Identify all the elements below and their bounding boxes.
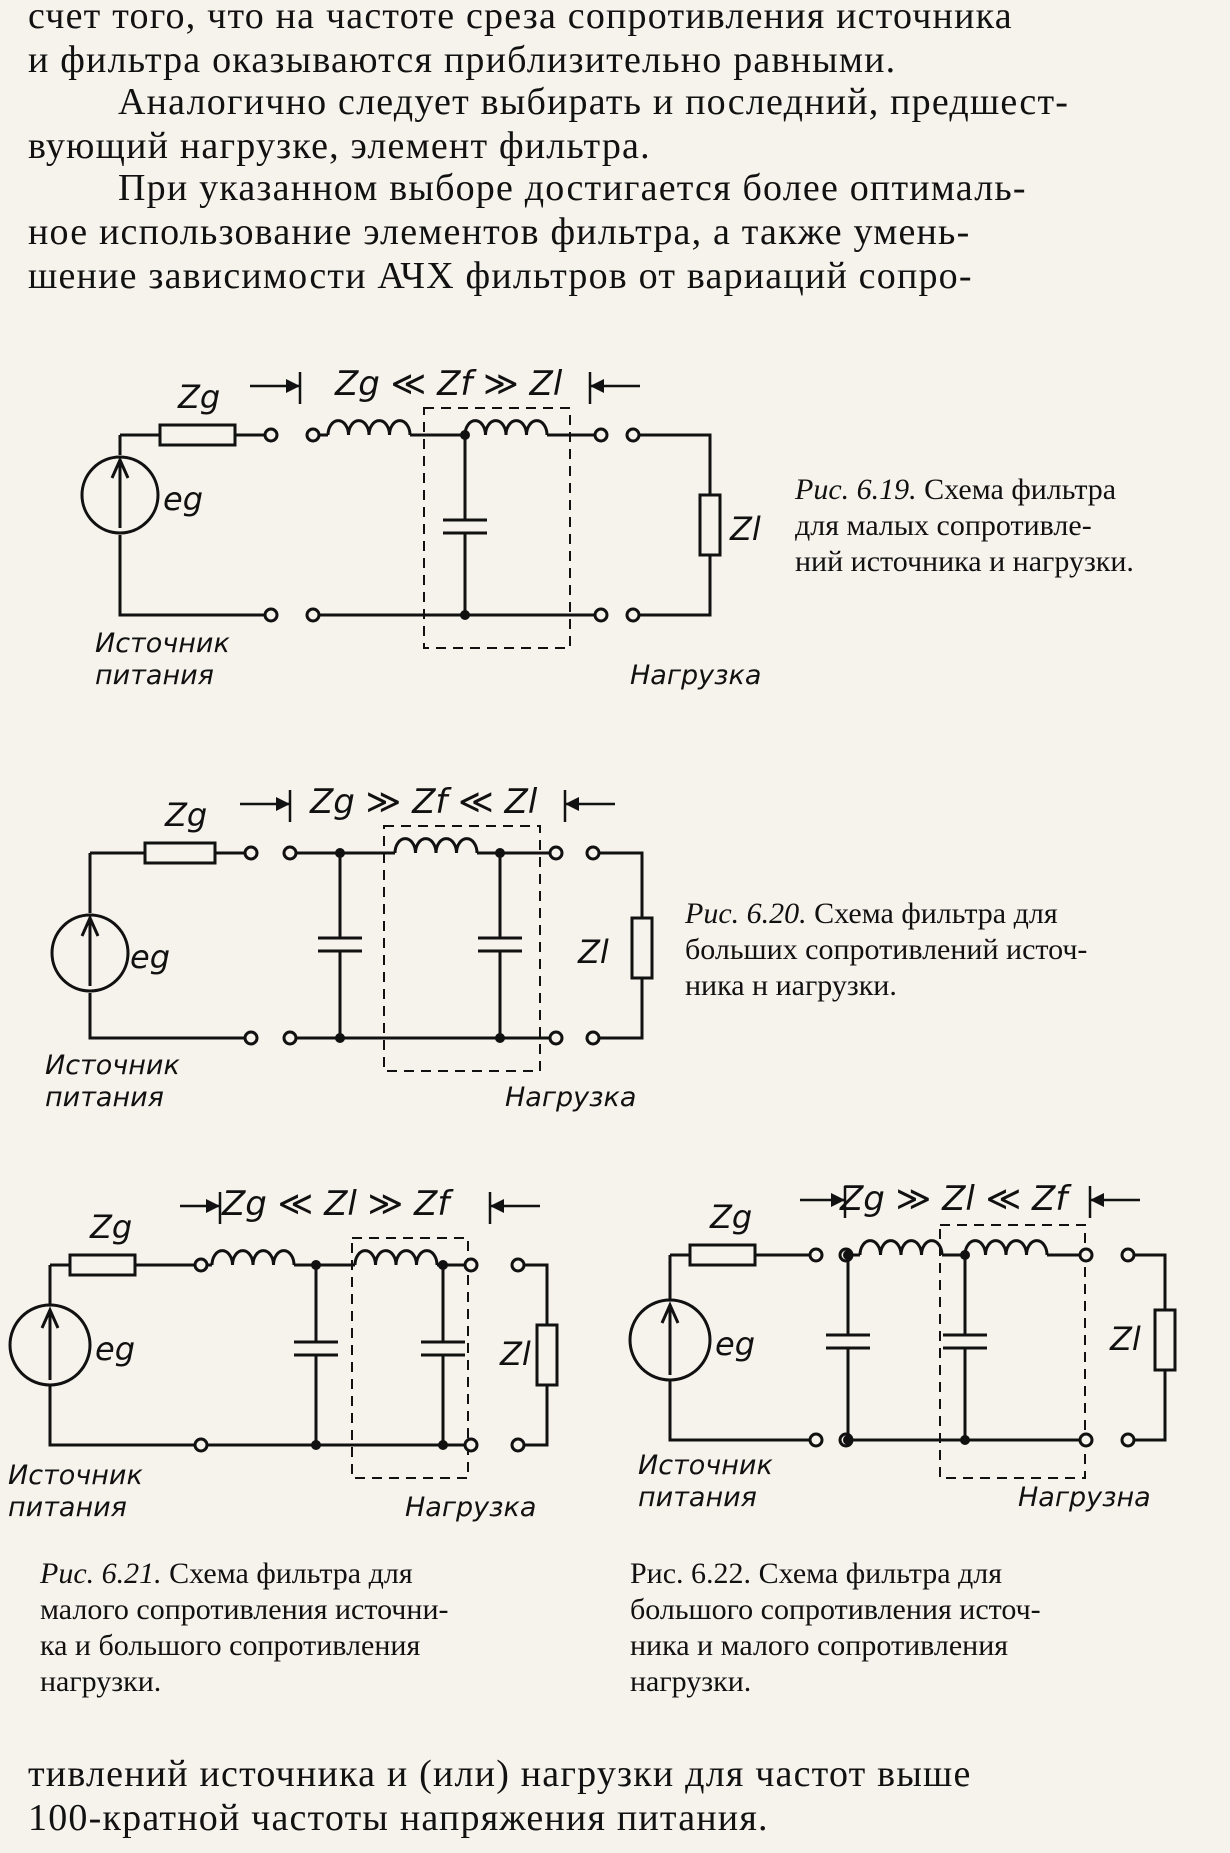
text-line: счет того, что на частоте среза сопротив… <box>28 0 1013 37</box>
text-line: тивлений источника и (или) нагрузки для … <box>28 1753 972 1795</box>
impedance-relation: Zg ≪ Zf ≫ Zl <box>334 364 563 404</box>
text-line: вующий нагрузке, элемент фильтра. <box>28 125 651 167</box>
zl-resistor <box>698 493 722 557</box>
text-line: 100-кратной частоты напряжения питания. <box>28 1797 769 1839</box>
zl-label: Zl <box>729 510 761 548</box>
zg-label: Zg <box>89 1208 132 1246</box>
figure-6-21-schematic: Zg eg Zl Zg ≪ Zl ≫ Zf Источник питания Н… <box>8 1184 559 1523</box>
figure-6-22-caption: Рис. 6.22. Схема фильтра для большого со… <box>630 1556 1190 1700</box>
caption-text: ний источника и нагрузки. <box>795 545 1134 578</box>
zl-label: Zl <box>499 1335 531 1373</box>
figure-6-21-caption: Рис. 6.21. Схема фильтра для малого сопр… <box>40 1556 600 1700</box>
zg-label: Zg <box>709 1198 752 1236</box>
caption-text: нагрузки. <box>630 1665 752 1698</box>
caption-number: Рис. 6.22. <box>630 1557 752 1590</box>
figure-6-22-schematic: Zg eg Zl Zg ≫ Zl ≪ Zf Источник питания Н… <box>628 1179 1177 1513</box>
zg-resistor <box>158 423 237 447</box>
text-line: При указанном выборе достигается более о… <box>118 167 1027 209</box>
text-line: Аналогично следует выбирать и последний,… <box>118 81 1070 123</box>
source-label: Источник <box>45 1050 180 1081</box>
paragraph-3: При указанном выборе достигается более о… <box>28 166 1212 298</box>
zg-label: Zg <box>164 796 207 834</box>
text-line: шение зависимости АЧХ фильтров от вариац… <box>28 255 973 297</box>
source-label: Источник <box>95 628 230 659</box>
eg-label: eg <box>715 1325 755 1363</box>
figure-6-20-schematic: Zg eg Zl Zg ≫ Zf ≪ Zl Источник питания Н… <box>45 782 654 1113</box>
caption-number: Рис. 6.19. <box>795 473 917 506</box>
caption-text: большого сопротивления источ- <box>630 1593 1041 1626</box>
caption-text: ника н иагрузки. <box>685 969 897 1002</box>
paragraph-2: Аналогично следует выбирать и последний,… <box>28 80 1212 168</box>
caption-text: Схема фильтра для <box>806 897 1058 930</box>
zl-label: Zl <box>1109 1320 1141 1358</box>
eg-label: eg <box>130 938 170 976</box>
caption-number: Рис. 6.20. <box>685 897 807 930</box>
caption-text: Схема фильтра для <box>161 1557 413 1590</box>
load-label: Нагрузка <box>630 660 761 691</box>
load-label: Нагрузка <box>405 1492 536 1523</box>
source-label: питания <box>638 1482 757 1513</box>
text-line: и фильтра оказываются приблизительно рав… <box>28 39 897 81</box>
figure-6-20-caption: Рис. 6.20. Схема фильтра для больших соп… <box>685 896 1215 1004</box>
source-label: Источник <box>638 1450 773 1481</box>
eg-label: eg <box>95 1330 135 1368</box>
impedance-relation: Zg ≫ Zf ≪ Zl <box>309 782 538 822</box>
figure-6-19-caption: Рис. 6.19. Схема фильтра для малых сопро… <box>795 472 1215 580</box>
caption-text: Схема фильтра <box>916 473 1117 506</box>
source-label: питания <box>45 1082 164 1113</box>
caption-text: малого сопротивления источни- <box>40 1593 449 1626</box>
text-line: ное использование элементов фильтра, а т… <box>28 211 971 253</box>
source-label: питания <box>95 660 214 691</box>
caption-text: ника и малого сопротивления <box>630 1629 1009 1662</box>
paragraph-1: счет того, что на частоте среза сопротив… <box>28 0 1212 82</box>
impedance-relation: Zg ≪ Zl ≫ Zf <box>221 1184 454 1224</box>
zg-label: Zg <box>177 378 220 416</box>
paragraph-4: тивлений источника и (или) нагрузки для … <box>28 1752 1212 1840</box>
caption-text: ка и большого сопротивления <box>40 1629 421 1662</box>
load-label: Нагрузка <box>505 1082 636 1113</box>
caption-text: нагрузки. <box>40 1665 162 1698</box>
figure-6-19-schematic: Zg eg Zl Zg ≪ Zf ≫ Zl Источник питания Н… <box>80 364 761 691</box>
eg-label: eg <box>163 480 203 518</box>
caption-text: для малых сопротивле- <box>795 509 1092 542</box>
load-label: Нагрузна <box>1018 1482 1151 1513</box>
caption-text: Схема фильтра для <box>751 1557 1003 1590</box>
caption-text: больших сопротивлений источ- <box>685 933 1088 966</box>
impedance-relation: Zg ≫ Zl ≪ Zf <box>839 1179 1072 1219</box>
caption-number: Рис. 6.21. <box>40 1557 162 1590</box>
source-label: Источник <box>8 1460 143 1491</box>
zl-label: Zl <box>577 933 609 971</box>
source-label: питания <box>8 1492 127 1523</box>
